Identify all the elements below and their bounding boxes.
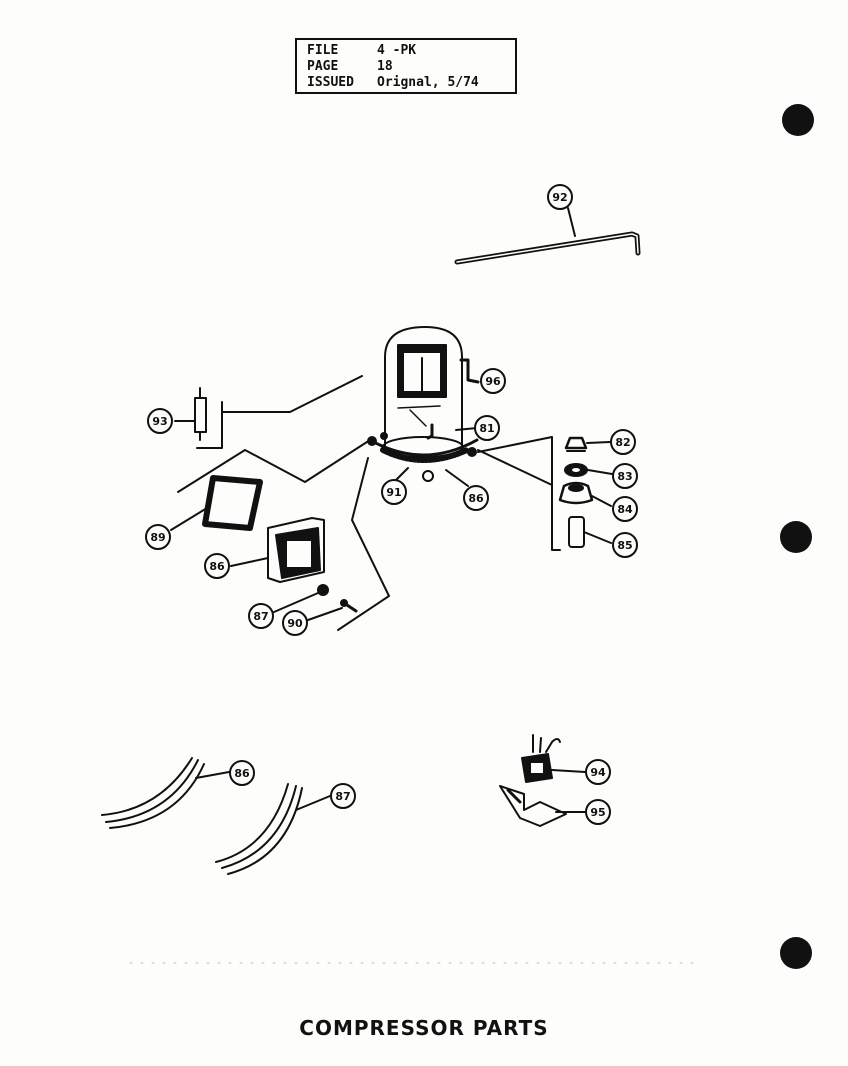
leader-line <box>196 375 363 449</box>
callout-85: 85 <box>612 532 638 558</box>
file-value: 4 -PK <box>377 43 417 58</box>
file-info-box: FILE 4 -PK PAGE 18 ISSUED Orignal, 5/74 <box>295 38 517 94</box>
bracket-part <box>499 785 586 827</box>
svg-text:90: 90 <box>287 617 303 630</box>
capacitor-part <box>174 387 207 441</box>
callout-83: 83 <box>612 463 638 489</box>
gasket-part <box>170 475 263 531</box>
screw-part <box>307 599 358 621</box>
wire-harness-part <box>101 757 230 829</box>
svg-text:86: 86 <box>209 560 225 573</box>
callout-87-nut: 87 <box>248 603 274 629</box>
callout-81: 81 <box>474 415 500 441</box>
leader-line <box>395 467 409 481</box>
svg-text:91: 91 <box>386 486 401 499</box>
issued-value: Orignal, 5/74 <box>377 75 479 90</box>
callout-87-harness: 87 <box>330 783 356 809</box>
compressor-part <box>367 326 480 482</box>
page-title: COMPRESSOR PARTS <box>299 1016 549 1040</box>
leader-line <box>445 469 469 487</box>
svg-text:92: 92 <box>552 191 567 204</box>
binder-hole-icon <box>780 937 812 969</box>
svg-text:81: 81 <box>479 422 494 435</box>
leader-line <box>455 427 478 431</box>
callout-86-base: 86 <box>463 485 489 511</box>
terminal-cover-part <box>230 517 325 583</box>
wire-harness-part <box>215 783 331 875</box>
svg-text:95: 95 <box>590 806 605 819</box>
svg-text:89: 89 <box>150 531 165 544</box>
svg-text:84: 84 <box>617 503 633 516</box>
callout-86-harness: 86 <box>229 760 255 786</box>
callout-82: 82 <box>610 429 636 455</box>
svg-text:96: 96 <box>485 375 501 388</box>
svg-text:82: 82 <box>615 436 630 449</box>
callout-94: 94 <box>585 759 611 785</box>
callout-95: 95 <box>585 799 611 825</box>
leader-line <box>273 592 319 613</box>
callout-labels: 92 96 93 81 82 83 <box>145 184 638 825</box>
svg-text:85: 85 <box>617 539 632 552</box>
switch-part <box>521 734 586 783</box>
svg-text:83: 83 <box>617 470 632 483</box>
svg-text:86: 86 <box>234 767 250 780</box>
leader-line <box>337 457 390 631</box>
callout-84: 84 <box>612 496 638 522</box>
svg-text:87: 87 <box>335 790 350 803</box>
leader-line <box>177 439 371 493</box>
tube-part <box>454 207 641 265</box>
page-label: PAGE <box>307 59 339 74</box>
callout-89: 89 <box>145 524 171 550</box>
callout-92: 92 <box>547 184 573 210</box>
page-value: 18 <box>377 59 393 74</box>
callout-93: 93 <box>147 408 173 434</box>
callout-86-cover: 86 <box>204 553 230 579</box>
svg-text:94: 94 <box>590 766 606 779</box>
svg-text:87: 87 <box>253 610 268 623</box>
nut-part <box>317 584 329 596</box>
callout-96: 96 <box>480 368 506 394</box>
binder-hole-icon <box>782 104 814 136</box>
leader-line <box>477 436 561 551</box>
issued-label: ISSUED <box>307 75 354 90</box>
svg-text:93: 93 <box>152 415 167 428</box>
svg-text:86: 86 <box>468 492 484 505</box>
mounting-hardware <box>558 436 613 548</box>
callout-91: 91 <box>381 479 407 505</box>
binder-hole-icon <box>780 521 812 553</box>
callout-90: 90 <box>282 610 308 636</box>
file-label: FILE <box>307 43 339 58</box>
